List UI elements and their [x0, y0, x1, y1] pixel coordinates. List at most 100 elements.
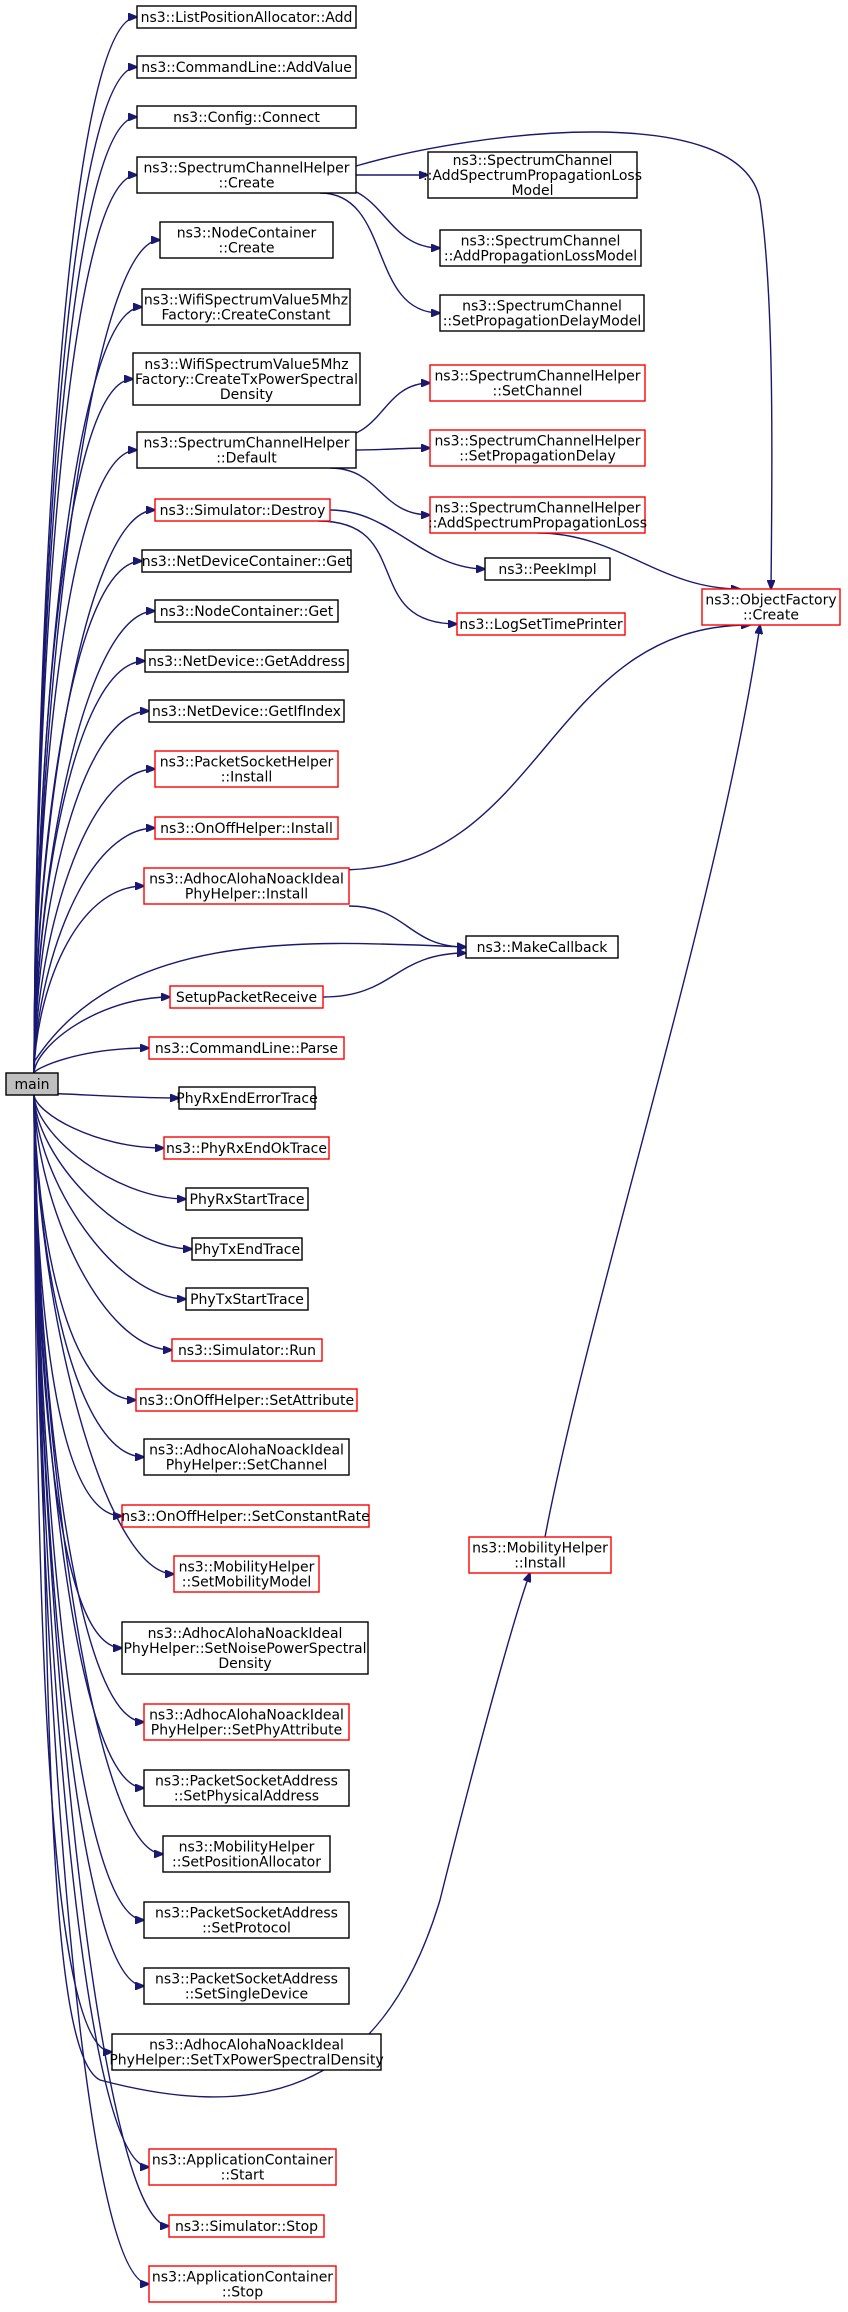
node-label-line: ns3::PacketSocketAddress	[155, 1972, 338, 1988]
node-m1[interactable]: ns3::SpectrumChannel::AddSpectrumPropaga…	[423, 151, 642, 199]
node-n31[interactable]: ns3::PacketSocketAddress::SetPhysicalAdd…	[143, 1769, 350, 1807]
node-box	[136, 431, 357, 469]
node-n7[interactable]: ns3::WifiSpectrumValue5MhzFactory::Creat…	[132, 352, 361, 406]
node-box	[111, 2033, 382, 2071]
call-edge-46	[537, 532, 741, 589]
node-n5[interactable]: ns3::NodeContainer::Create	[159, 221, 334, 259]
node-label-line: PhyTxEndTrace	[194, 1242, 300, 1258]
node-label-line: ns3::Simulator::Destroy	[160, 503, 326, 519]
node-m4[interactable]: ns3::SpectrumChannelHelper::SetChannel	[429, 364, 646, 402]
node-label-line: ::AddSpectrumPropagationLoss	[423, 168, 642, 184]
node-box	[439, 294, 645, 332]
node-n3[interactable]: ns3::Config::Connect	[136, 105, 357, 129]
node-m10[interactable]: ns3::MobilityHelper::Install	[468, 1536, 612, 1574]
node-n1[interactable]: ns3::ListPositionAllocator::Add	[136, 5, 357, 29]
call-edge-51	[33, 943, 466, 1063]
node-box	[163, 1136, 330, 1160]
node-n14[interactable]: ns3::PacketSocketHelper::Install	[154, 750, 339, 788]
node-label-line: ns3::MobilityHelper	[472, 1541, 608, 1557]
call-edge-52	[322, 953, 466, 998]
node-n6[interactable]: ns3::WifiSpectrumValue5MhzFactory::Creat…	[141, 288, 351, 326]
node-n18[interactable]: ns3::CommandLine::Parse	[148, 1036, 345, 1060]
call-edge-31	[33, 1094, 144, 1788]
node-n13[interactable]: ns3::NetDevice::GetIfIndex	[148, 699, 345, 723]
call-edge-41	[319, 192, 440, 313]
node-n22[interactable]: PhyTxEndTrace	[191, 1237, 303, 1261]
node-label-line: ::SetPropagationDelay	[459, 449, 616, 465]
node-label-line: ns3::AdhocAlohaNoackIdeal	[149, 2038, 344, 2054]
call-edge-48	[317, 520, 457, 624]
node-n28[interactable]: ns3::MobilityHelper::SetMobilityModel	[173, 1555, 320, 1593]
node-n11[interactable]: ns3::NodeContainer::Get	[154, 599, 339, 623]
node-m7[interactable]: ns3::PeekImpl	[484, 557, 611, 581]
node-n16[interactable]: ns3::AdhocAlohaNoackIdealPhyHelper::Inst…	[143, 867, 350, 905]
node-label-line: ::Create	[743, 608, 799, 624]
node-label-line: ::Install	[514, 1556, 566, 1572]
node-n37[interactable]: ns3::Simulator::Stop	[168, 2214, 325, 2238]
node-label-line: ns3::AdhocAlohaNoackIdeal	[149, 1708, 344, 1724]
node-label-line: ::Create	[219, 241, 275, 257]
node-box	[143, 1967, 350, 2005]
node-n25[interactable]: ns3::OnOffHelper::SetAttribute	[135, 1388, 358, 1412]
node-label-line: ns3::NetDevice::GetAddress	[148, 654, 345, 670]
node-label-line: ns3::Simulator::Stop	[175, 2219, 318, 2235]
node-n12[interactable]: ns3::NetDevice::GetAddress	[144, 649, 349, 673]
node-n35[interactable]: ns3::AdhocAlohaNoackIdealPhyHelper::SetT…	[109, 2033, 384, 2071]
node-n32[interactable]: ns3::MobilityHelper::SetPositionAllocato…	[162, 1835, 331, 1873]
node-label-line: ns3::SpectrumChannel	[462, 299, 622, 315]
node-m5[interactable]: ns3::SpectrumChannelHelper::SetPropagati…	[429, 429, 646, 467]
node-box	[148, 699, 345, 723]
node-n27[interactable]: ns3::OnOffHelper::SetConstantRate	[121, 1504, 370, 1528]
node-label-line: PhyRxStartTrace	[190, 1192, 305, 1208]
node-n8[interactable]: ns3::SpectrumChannelHelper::Default	[136, 431, 357, 469]
node-n2[interactable]: ns3::CommandLine::AddValue	[136, 55, 357, 79]
node-label-line: ::SetPhysicalAddress	[174, 1789, 319, 1805]
node-n4[interactable]: ns3::SpectrumChannelHelper::Create	[136, 156, 357, 194]
node-n20[interactable]: ns3::PhyRxEndOkTrace	[163, 1136, 330, 1160]
node-n29[interactable]: ns3::AdhocAlohaNoackIdealPhyHelper::SetN…	[121, 1621, 369, 1675]
node-m8[interactable]: ns3::LogSetTimePrinter	[456, 612, 626, 636]
node-box	[456, 612, 626, 636]
call-edge-47	[329, 509, 485, 569]
node-label-line: ::SetPropagationDelayModel	[443, 314, 642, 330]
node-label-line: ::Install	[221, 770, 273, 786]
node-label-line: ns3::NodeContainer	[177, 226, 317, 242]
node-n9[interactable]: ns3::Simulator::Destroy	[154, 498, 331, 522]
node-box	[143, 1769, 350, 1807]
node-n36[interactable]: ns3::ApplicationContainer::Start	[148, 2148, 337, 2186]
node-n10[interactable]: ns3::NetDeviceContainer::Get	[141, 549, 352, 573]
node-n34[interactable]: ns3::PacketSocketAddress::SetSingleDevic…	[143, 1967, 350, 2005]
node-n17[interactable]: SetupPacketReceive	[169, 985, 324, 1009]
node-n24[interactable]: ns3::Simulator::Run	[171, 1338, 323, 1362]
node-label-line: ns3::ObjectFactory	[705, 593, 836, 609]
node-m6[interactable]: ns3::SpectrumChannelHelper::AddSpectrumP…	[428, 496, 647, 534]
node-box	[141, 288, 351, 326]
node-n21[interactable]: PhyRxStartTrace	[185, 1187, 309, 1211]
node-label-line: Factory::CreateTxPowerSpectral	[135, 372, 358, 388]
node-m2[interactable]: ns3::SpectrumChannel::AddPropagationLoss…	[439, 229, 642, 267]
node-n19[interactable]: PhyRxEndErrorTrace	[176, 1086, 318, 1110]
node-label-line: ::AddSpectrumPropagationLoss	[428, 516, 647, 532]
node-label-line: PhyHelper::SetPhyAttribute	[151, 1723, 342, 1739]
node-n33[interactable]: ns3::PacketSocketAddress::SetProtocol	[143, 1901, 350, 1939]
node-label-line: ns3::SpectrumChannelHelper	[434, 501, 640, 517]
call-edge-23	[33, 1094, 186, 1299]
node-label-line: ns3::SpectrumChannelHelper	[434, 369, 640, 385]
node-label-line: ::SetProtocol	[202, 1921, 291, 1937]
node-label-line: ns3::OnOffHelper::SetConstantRate	[121, 1509, 370, 1525]
node-label-line: ns3::PacketSocketHelper	[160, 755, 334, 771]
call-edge-24	[33, 1094, 172, 1350]
node-box	[701, 588, 841, 626]
node-n38[interactable]: ns3::ApplicationContainer::Stop	[148, 2265, 337, 2303]
node-m3[interactable]: ns3::SpectrumChannel::SetPropagationDela…	[439, 294, 645, 332]
node-n23[interactable]: PhyTxStartTrace	[185, 1287, 309, 1311]
node-main[interactable]: main	[5, 1072, 59, 1096]
node-box	[429, 364, 646, 402]
node-n30[interactable]: ns3::AdhocAlohaNoackIdealPhyHelper::SetP…	[143, 1703, 350, 1741]
node-box	[144, 649, 349, 673]
node-n15[interactable]: ns3::OnOffHelper::Install	[154, 816, 339, 840]
node-m11[interactable]: ns3::ObjectFactory::Create	[701, 588, 841, 626]
node-m9[interactable]: ns3::MakeCallback	[465, 935, 619, 959]
node-n26[interactable]: ns3::AdhocAlohaNoackIdealPhyHelper::SetC…	[143, 1438, 350, 1476]
